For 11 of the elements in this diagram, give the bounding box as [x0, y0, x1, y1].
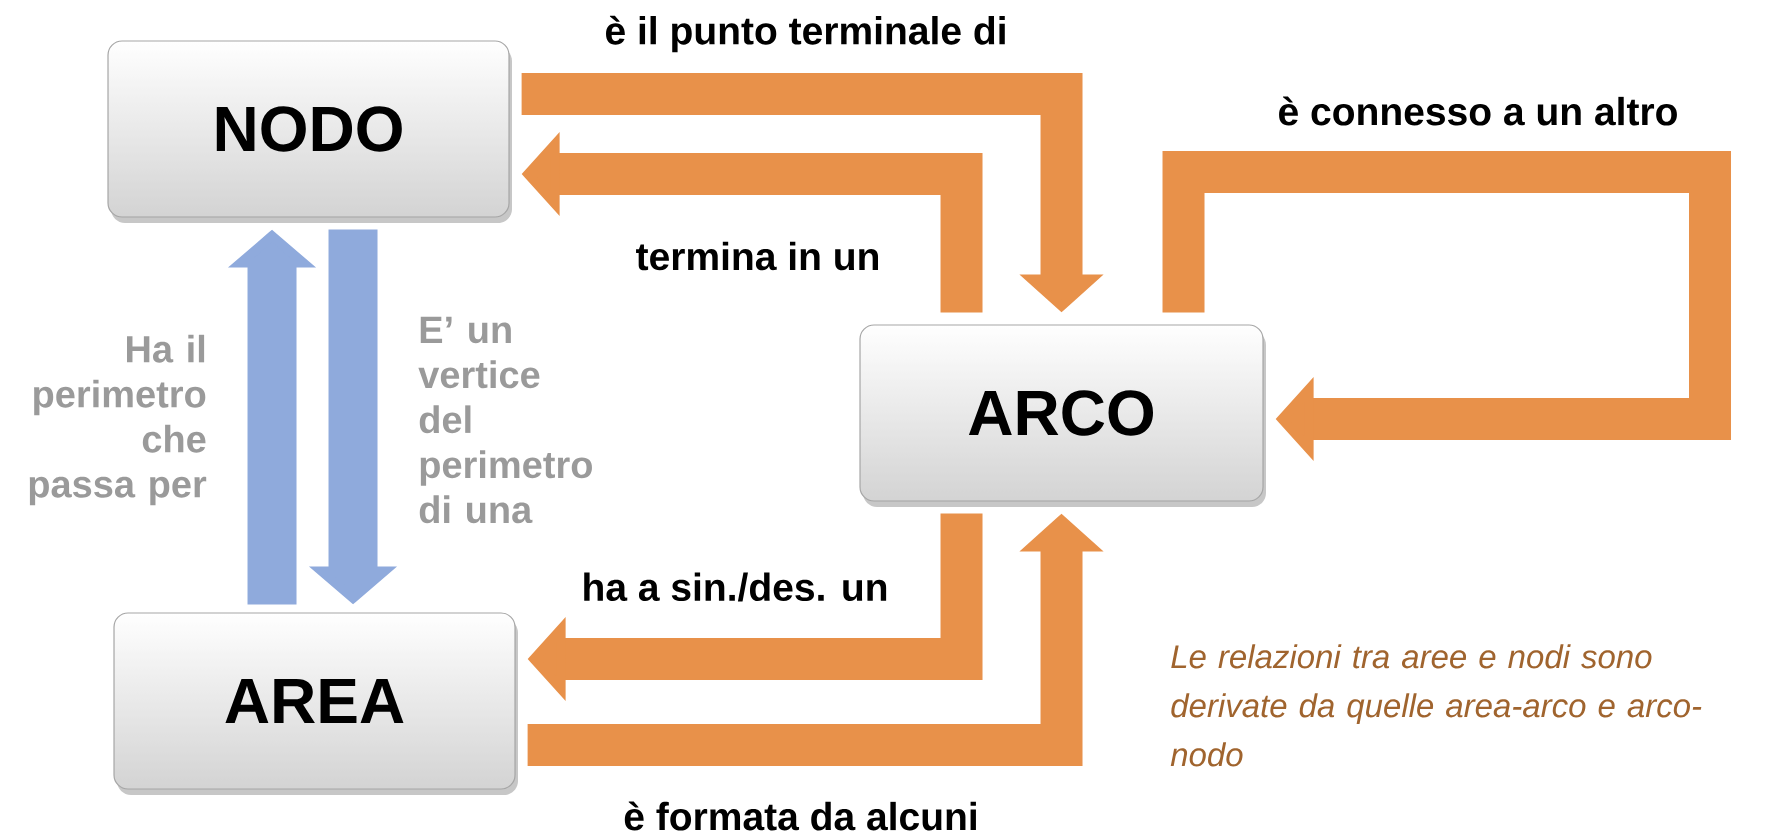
edge-label: è il punto terminale di: [606, 15, 1005, 53]
process-box: AREA: [113, 612, 518, 795]
edge-label: E’ un vertice del perimetro di una: [418, 316, 592, 524]
edge-label: è formata da alcuni: [624, 801, 976, 831]
edge-label: termina in un: [636, 241, 878, 271]
edge-label: è connesso a un altro: [1279, 96, 1677, 126]
edge-label: Ha il perimetro che passa per: [29, 334, 207, 506]
edge-label: ha a sin./des. un: [584, 572, 887, 602]
process-box: ARCO: [859, 324, 1266, 507]
note-text: Le relazioni tra aree e nodi sono derivate da quelle area-arco e arco-nodo: [1170, 644, 1702, 767]
process-box: NODO: [107, 40, 512, 223]
